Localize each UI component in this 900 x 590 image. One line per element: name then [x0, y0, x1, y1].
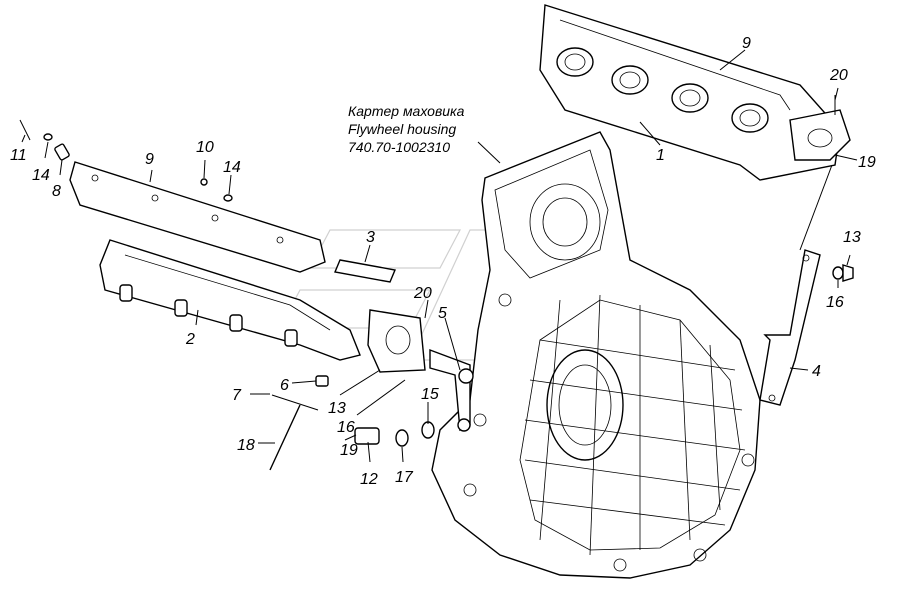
- callout-14-mid: 14: [223, 159, 241, 176]
- callout-8: 8: [52, 183, 61, 200]
- callout-20-mid: 20: [413, 285, 432, 302]
- label-line-ru: Картер маховика: [348, 103, 465, 119]
- callout-19-low: 19: [340, 442, 358, 459]
- callout-19-right: 19: [858, 154, 876, 171]
- callout-15: 15: [421, 386, 439, 403]
- flywheel-housing: [431, 131, 761, 579]
- callout-17: 17: [395, 469, 414, 486]
- gasket-3: [334, 259, 396, 283]
- callout-3: 3: [366, 229, 375, 246]
- callout-14-left: 14: [32, 167, 50, 184]
- callout-13-low: 13: [328, 400, 346, 417]
- callout-16-right: 16: [826, 294, 844, 311]
- callout-20-top: 20: [829, 67, 848, 84]
- leader-lines: [21, 49, 858, 463]
- callout-1: 1: [656, 147, 665, 164]
- exhaust-manifold-left: [69, 161, 474, 432]
- callout-numbers: 9 20 1 19 13 16 4 11 14 8 9 10 14 3 20 5…: [10, 35, 876, 488]
- callout-7: 7: [232, 387, 242, 404]
- callout-6: 6: [280, 377, 289, 394]
- callout-10: 10: [196, 139, 214, 156]
- label-line-en: Flywheel housing: [348, 121, 456, 137]
- callout-18: 18: [237, 437, 255, 454]
- callout-9-left: 9: [145, 151, 154, 168]
- callout-16-low: 16: [337, 419, 355, 436]
- label-line-number: 740.70-1002310: [348, 139, 450, 155]
- callout-11: 11: [10, 147, 27, 164]
- callout-5: 5: [438, 305, 447, 322]
- callout-2: 2: [185, 331, 195, 348]
- callout-4: 4: [812, 363, 821, 380]
- flywheel-housing-label: Картер маховика Flywheel housing 740.70-…: [348, 103, 465, 155]
- exhaust-manifold-right: [539, 4, 851, 406]
- callout-9-top: 9: [742, 35, 751, 52]
- callout-13-right: 13: [843, 229, 861, 246]
- callout-12: 12: [360, 471, 378, 488]
- small-hardware: [19, 119, 854, 471]
